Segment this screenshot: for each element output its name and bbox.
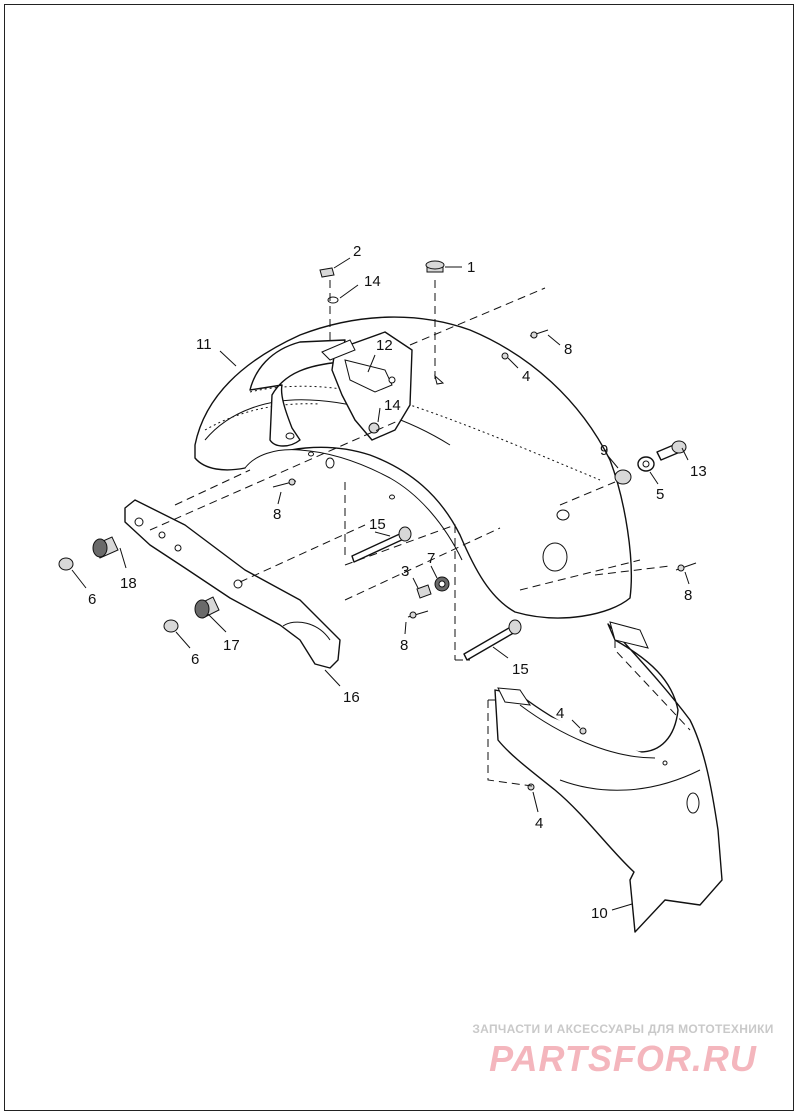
callout-15-lower: 15	[512, 661, 529, 678]
washer-part-4-mid	[579, 727, 587, 735]
bolt-part-15-upper	[351, 531, 407, 563]
callout-3: 3	[401, 563, 409, 580]
callout-4-low: 4	[535, 815, 543, 832]
callout-8-center: 8	[400, 637, 408, 654]
callout-16: 16	[343, 689, 360, 706]
assembly-lines	[149, 280, 691, 787]
fender-support-part-16	[124, 499, 341, 669]
callout-8-right: 8	[684, 587, 692, 604]
callout-5: 5	[656, 486, 664, 503]
callout-1: 1	[467, 259, 475, 276]
bolt-part-15-lower	[463, 624, 518, 661]
bolt-part-13	[656, 440, 687, 461]
callout-2: 2	[353, 243, 361, 260]
callout-7: 7	[427, 550, 435, 567]
callout-17: 17	[223, 637, 240, 654]
washer-part-9	[614, 469, 632, 485]
callout-18: 18	[120, 575, 137, 592]
rear-fender-part-11	[194, 316, 632, 619]
leader-lines	[71, 257, 690, 911]
callout-8-left: 8	[273, 506, 281, 523]
callout-4-mid: 4	[556, 705, 564, 722]
screw-part-3	[416, 584, 432, 599]
watermark-tagline: ЗАПЧАСТИ И АКСЕССУАРЫ ДЛЯ МОТОТЕХНИКИ	[472, 1022, 774, 1036]
callout-13: 13	[690, 463, 707, 480]
callout-8-top: 8	[564, 341, 572, 358]
fender-bracket-part-12	[321, 331, 413, 441]
callout-6-lower: 6	[191, 651, 199, 668]
callout-labels: 1 2 3 4 4 4 5 6 6 7 8 8 8 8 9 10 11 12 1…	[88, 243, 707, 922]
callout-4-top: 4	[522, 368, 530, 385]
nut-part-6-upper	[58, 557, 74, 571]
callout-15-upper: 15	[369, 516, 386, 533]
callout-10: 10	[591, 905, 608, 922]
callout-6-upper: 6	[88, 591, 96, 608]
callout-14-lower: 14	[384, 397, 401, 414]
washer-part-4-top	[501, 352, 509, 360]
screw-part-2	[319, 267, 335, 278]
callout-9: 9	[600, 442, 608, 459]
washer-part-4-low	[527, 783, 535, 791]
fender-extension-part-10	[494, 621, 723, 933]
callout-14-upper: 14	[364, 273, 381, 290]
callout-11: 11	[196, 336, 212, 353]
watermark: ЗАПЧАСТИ И АКСЕССУАРЫ ДЛЯ МОТОТЕХНИКИ PA…	[468, 1022, 778, 1080]
bushing-part-18	[92, 536, 119, 559]
nut-part-6-lower	[163, 619, 179, 633]
diagram-frame	[4, 4, 794, 1111]
watermark-brand: PARTSFOR.RU	[489, 1038, 757, 1079]
callout-12: 12	[376, 337, 393, 354]
bushing-part-17	[194, 596, 220, 619]
